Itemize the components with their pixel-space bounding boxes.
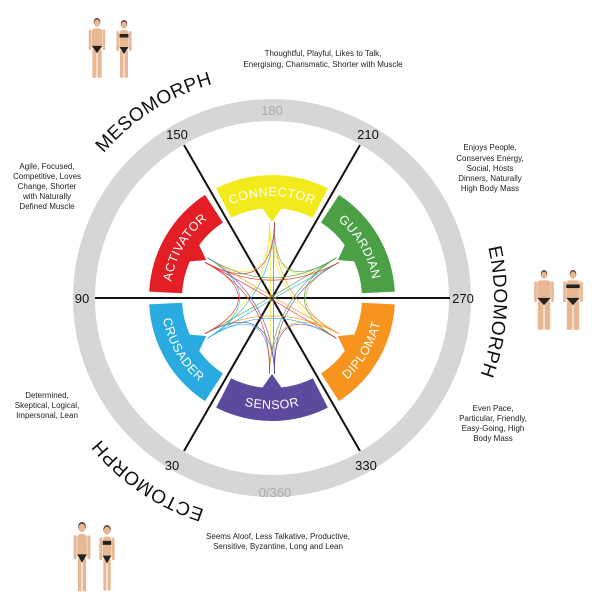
ectomorph-female-figure bbox=[99, 525, 115, 591]
type-band-guardian: GUARDIAN bbox=[321, 194, 395, 294]
chord-diplomat-activator bbox=[204, 262, 337, 339]
axis-lines bbox=[95, 144, 450, 452]
guardian-description: Enjoys People, Conserves Energy, Social,… bbox=[456, 143, 523, 193]
band-shape bbox=[149, 194, 223, 294]
chord-guardian-crusader bbox=[204, 257, 337, 334]
desc-line: Even Pace, bbox=[473, 404, 514, 413]
activator-description: Agile, Focused, Competitive, Loves Chang… bbox=[13, 162, 81, 211]
degree-label-90: 90 bbox=[75, 291, 89, 306]
degree-label-30: 30 bbox=[165, 458, 179, 473]
endomorph-male-figure bbox=[534, 270, 554, 330]
band-shape bbox=[149, 302, 223, 402]
chord-connector-sensor bbox=[272, 222, 276, 374]
desc-line: Dinners, Naturally bbox=[458, 174, 522, 183]
degree-label-0-360: 0/360 bbox=[259, 485, 292, 500]
chord-guardian-activator bbox=[207, 257, 337, 279]
connection-chords bbox=[204, 222, 340, 374]
desc-line: Enjoys People, bbox=[463, 143, 516, 152]
chord-guardian-crusader bbox=[207, 262, 340, 339]
desc-line: Easy-Going, High bbox=[462, 424, 525, 433]
band-shape bbox=[216, 175, 328, 222]
desc-line: Particular, Friendly, bbox=[459, 414, 527, 423]
desc-line: Thoughtful, Playful, Likes to Talk, bbox=[265, 49, 382, 58]
chord-connector-sensor bbox=[268, 222, 272, 374]
desc-line: Seems Aloof, Less Talkative, Productive, bbox=[206, 532, 350, 541]
desc-line: Determined, bbox=[25, 391, 69, 400]
degree-label-210: 210 bbox=[357, 127, 379, 142]
desc-line: with Naturally bbox=[22, 192, 71, 201]
desc-line: Agile, Focused, bbox=[19, 162, 74, 171]
degree-label-180: 180 bbox=[261, 103, 283, 118]
desc-line: Conserves Energy, bbox=[456, 154, 523, 163]
desc-line: Defined Muscle bbox=[19, 202, 75, 211]
desc-line: Social, Hosts bbox=[467, 164, 514, 173]
band-label-sensor: SENSOR bbox=[244, 395, 301, 412]
band-shape bbox=[321, 194, 395, 294]
desc-line: Competitive, Loves bbox=[13, 172, 81, 181]
sensor-description: Seems Aloof, Less Talkative, Productive,… bbox=[206, 532, 350, 551]
desc-line: Change, Shorter bbox=[18, 182, 77, 191]
axis-210-30 bbox=[183, 144, 361, 452]
desc-line: Impersonal, Lean bbox=[16, 411, 78, 420]
endomorph-female-figure bbox=[563, 270, 583, 330]
degree-label-270: 270 bbox=[452, 291, 474, 306]
body-figures bbox=[73, 18, 583, 592]
diplomat-description: Even Pace, Particular, Friendly, Easy-Go… bbox=[459, 404, 527, 443]
endomorph-label: ENDOMORPH bbox=[475, 244, 510, 380]
degree-label-330: 330 bbox=[355, 458, 377, 473]
type-band-sensor: SENSOR bbox=[216, 374, 328, 422]
chord-crusader-activator bbox=[207, 257, 241, 339]
mesomorph-female-figure bbox=[116, 20, 132, 78]
degree-label-150: 150 bbox=[166, 127, 188, 142]
type-band-diplomat: DIPLOMAT bbox=[321, 302, 395, 402]
desc-line: High Body Mass bbox=[461, 184, 519, 193]
degree-ring bbox=[73, 99, 471, 497]
desc-line: Sensitive, Byzantine, Long and Lean bbox=[213, 542, 343, 551]
type-band-crusader: CRUSADER bbox=[149, 302, 223, 402]
band-shape bbox=[216, 374, 328, 422]
desc-line: Body Mass bbox=[473, 434, 513, 443]
crusader-description: Determined, Skeptical, Logical, Imperson… bbox=[15, 391, 79, 420]
mesomorph-male-figure bbox=[88, 18, 106, 78]
chord-guardian-activator bbox=[204, 262, 340, 281]
connector-description: Thoughtful, Playful, Likes to Talk, Ener… bbox=[243, 49, 403, 69]
ectomorph-male-figure bbox=[73, 522, 91, 592]
type-band-connector: CONNECTOR bbox=[216, 175, 328, 222]
desc-line: Skeptical, Logical, bbox=[15, 401, 79, 410]
chord-diplomat-activator bbox=[207, 257, 340, 334]
band-shape bbox=[321, 302, 395, 402]
chord-crusader-activator bbox=[204, 262, 239, 334]
desc-line: Energising, Charismatic, Shorter with Mu… bbox=[243, 60, 403, 69]
type-band-activator: ACTIVATOR bbox=[149, 194, 223, 294]
